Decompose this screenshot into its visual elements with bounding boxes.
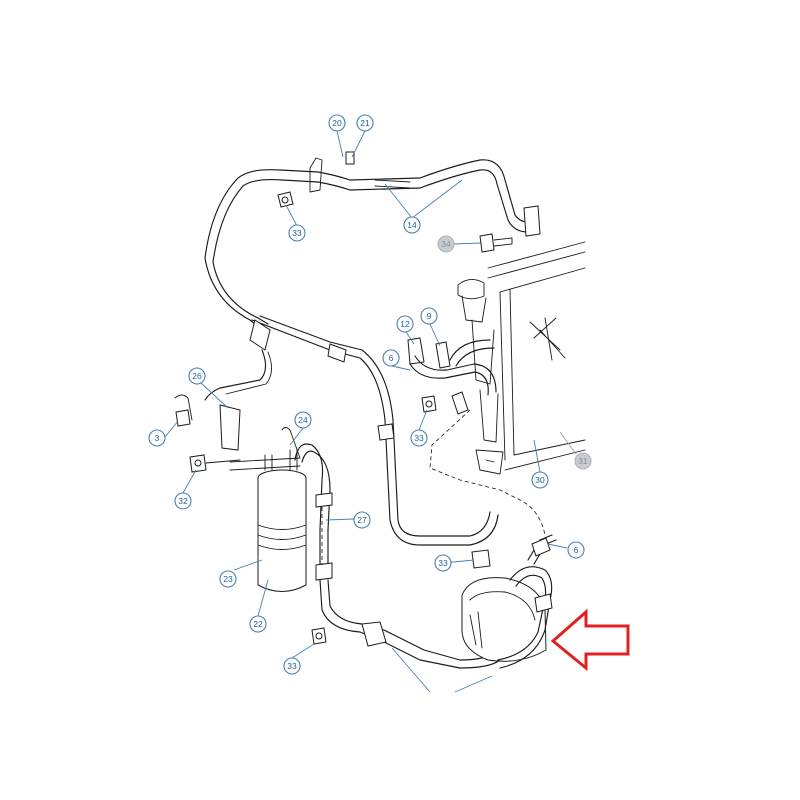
callout-14: 14 [403,216,421,234]
callout-21: 21 [356,114,374,132]
callout-24: 24 [294,411,312,429]
callout-22: 22 [249,615,267,633]
callout-9-label: 9 [427,311,432,321]
callout-26-label: 26 [192,371,202,381]
callout-23-label: 23 [223,574,233,584]
bolt-33-top [277,191,294,208]
callout-33-bottom-label: 33 [287,661,297,671]
callout-27-label: 27 [357,515,367,525]
bolt-33-mid [421,395,437,413]
callout-34-label: 34 [441,239,451,249]
callout-21-label: 21 [360,118,370,128]
callout-12: 12 [396,315,414,333]
callout-32-label: 32 [178,496,188,506]
callout-23: 23 [219,570,237,588]
callout-20: 20 [328,114,346,132]
callout-27: 27 [353,511,371,529]
callout-33-low-label: 33 [438,558,448,568]
callout-14-label: 14 [407,220,417,230]
callout-34: 34 [437,235,455,253]
callout-24-label: 24 [298,415,308,425]
callout-32: 32 [174,492,192,510]
callout-31-label: 31 [578,456,588,466]
bolt-34 [479,233,513,253]
receiver-drier [229,427,333,592]
condenser-assembly [457,241,586,475]
callout-6-upper-label: 6 [389,353,394,363]
service-valve-assembly [407,337,546,536]
callout-3-label: 3 [155,433,160,443]
callout-6-lower-label: 6 [574,545,579,555]
callout-30-label: 30 [535,475,545,485]
callout-33-low: 33 [434,554,452,572]
callout-22-label: 22 [253,619,263,629]
callout-33-mid: 33 [410,429,428,447]
callout-33-top: 33 [288,224,306,242]
callout-33-mid-label: 33 [414,433,424,443]
callout-33-bottom: 33 [283,657,301,675]
callout-33-top-label: 33 [292,228,302,238]
upper-pipe-assembly [204,151,541,546]
compressor [461,534,557,669]
callout-6-lower: 6 [567,541,585,559]
leader-lines [164,130,577,693]
callout-20-label: 20 [332,118,342,128]
callout-12-label: 12 [400,319,410,329]
lower-hose [311,579,501,669]
callout-3: 3 [148,429,166,447]
callout-26: 26 [188,367,206,385]
callout-30: 30 [531,471,549,489]
callout-6-upper: 6 [382,349,400,367]
red-arrow-indicator-icon [550,608,630,672]
bracket-left [174,394,241,473]
callout-31: 31 [574,452,592,470]
callout-9: 9 [420,307,438,325]
